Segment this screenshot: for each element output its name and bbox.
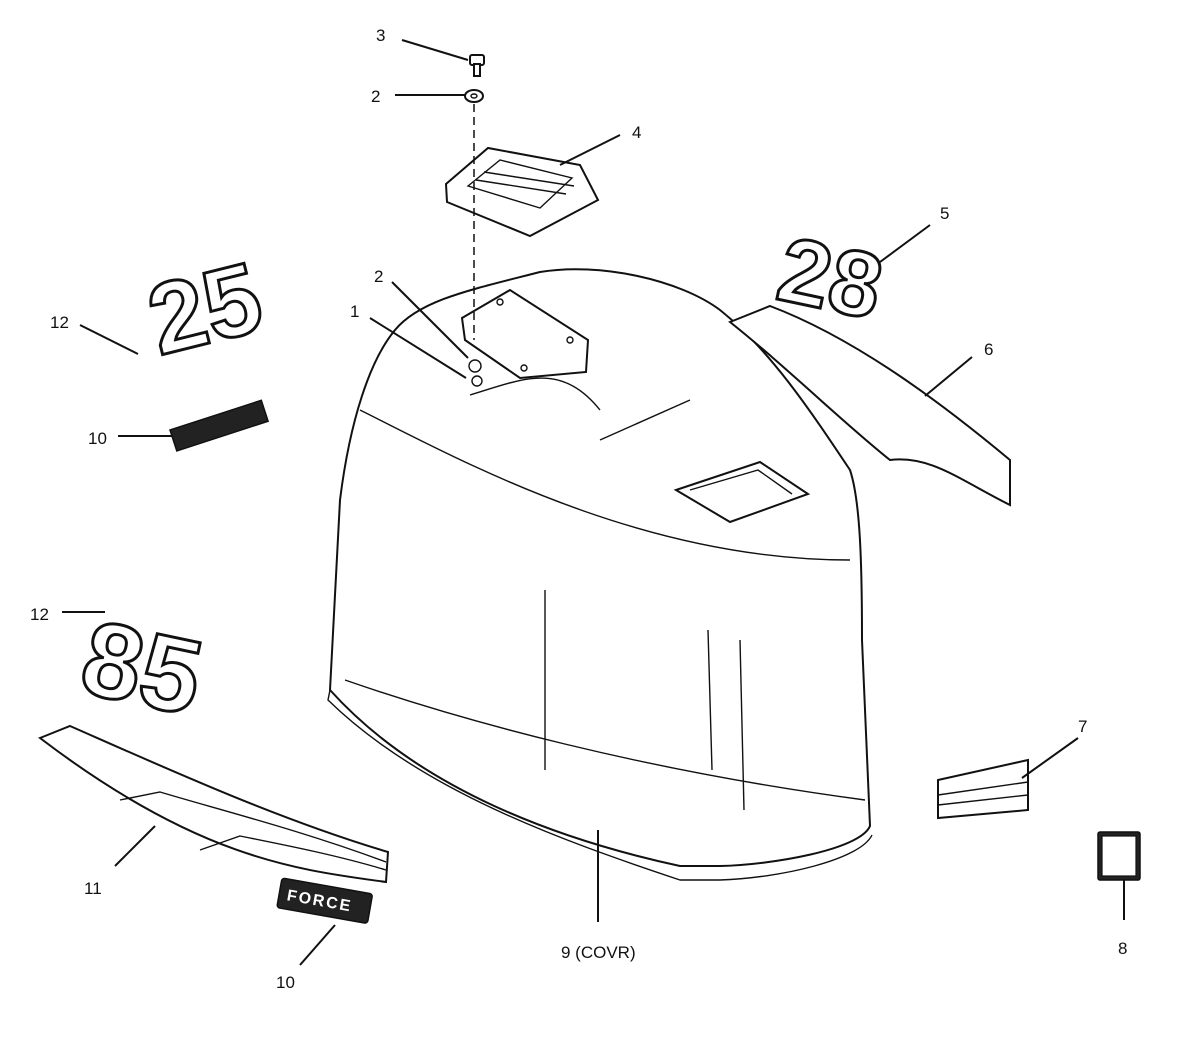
- callout-6: 6: [984, 340, 993, 359]
- top-handle: [444, 146, 600, 238]
- decal-25-text: 25: [138, 241, 273, 377]
- stripe-decal-right: [728, 304, 1011, 507]
- brand-decal-upper: [169, 399, 270, 452]
- callout-11: 11: [84, 879, 102, 898]
- leader-lines: [62, 39, 1125, 966]
- callout-5: 5: [940, 204, 949, 223]
- decal-25: 25: [136, 240, 274, 379]
- callout-3: 3: [376, 26, 385, 45]
- callout-10-upper: 10: [88, 429, 107, 448]
- us-badge-text: US: [1108, 849, 1131, 866]
- screw: [469, 54, 485, 77]
- callout-8: 8: [1118, 939, 1127, 958]
- engine-cover: [327, 268, 873, 881]
- callout-12-upper: 12: [50, 313, 69, 332]
- callout-4: 4: [632, 123, 641, 142]
- washer: [464, 89, 484, 103]
- decal-85-text: 85: [72, 598, 212, 738]
- callout-9-covr: 9 (COVR): [561, 943, 636, 962]
- callout-2-lower: 2: [374, 267, 383, 286]
- callout-numbers: 3 2 4 2 1 5 6 7 8 9 (COVR) 10 10 11 12 1…: [30, 26, 1127, 992]
- decal-85: 85: [70, 597, 213, 740]
- us-badge: US: [1097, 831, 1141, 881]
- stripe-decal-small: [937, 758, 1029, 820]
- callout-10-lower: 10: [276, 973, 295, 992]
- callout-12-lower: 12: [30, 605, 49, 624]
- stripe-decal-left: [37, 724, 390, 884]
- callout-1: 1: [350, 302, 359, 321]
- force-badge: FORCE: [276, 877, 373, 924]
- callout-2-top: 2: [371, 87, 380, 106]
- callout-7: 7: [1078, 717, 1087, 736]
